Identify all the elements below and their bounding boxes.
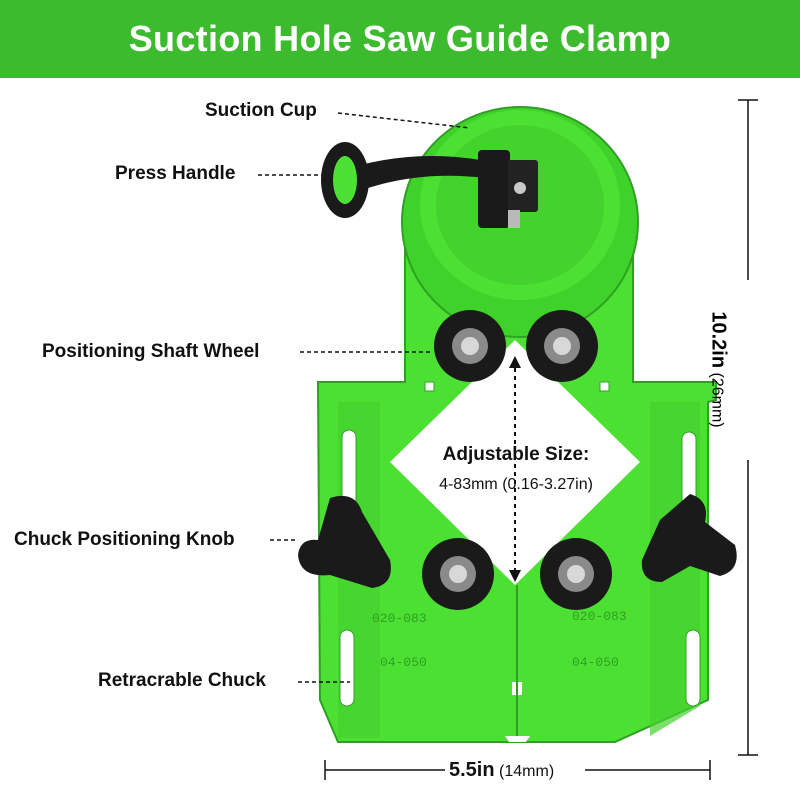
title-banner: Suction Hole Saw Guide Clamp [0, 0, 800, 78]
width-dimension-sub: (14mm) [499, 763, 555, 780]
callout-retractable-chuck: Retracrable Chuck [98, 670, 266, 691]
banner-title: Suction Hole Saw Guide Clamp [128, 18, 672, 59]
adjustable-size-value: 4-83mm (0.16-3.27in) [439, 476, 593, 493]
chuck-knob-left [298, 495, 391, 588]
shaft-wheel-top-left [434, 310, 506, 382]
scale-mark-left-top: 020-083 [372, 611, 427, 626]
callout-suction-cup: Suction Cup [205, 100, 317, 121]
callout-positioning-shaft-wheel: Positioning Shaft Wheel [42, 341, 260, 362]
height-dimension-text: 10.2in (26mm) [707, 311, 730, 427]
shaft-wheel-bottom-left [422, 538, 494, 610]
callout-press-handle: Press Handle [115, 163, 236, 184]
width-dimension-main: 5.5in [449, 759, 495, 781]
scale-mark-left-bottom: 04-050 [380, 655, 427, 670]
press-handle [321, 142, 538, 228]
right-slot-lower [685, 629, 701, 707]
height-dimension-sub: (26mm) [708, 372, 726, 428]
center-opening [390, 340, 640, 585]
shaft-wheel-bottom-right [540, 538, 612, 610]
callout-chuck-positioning-knob: Chuck Positioning Knob [14, 529, 235, 550]
shaft-wheel-top-right [526, 310, 598, 382]
height-dimension-main: 10.2in [707, 311, 730, 369]
adjustable-size-title: Adjustable Size: [442, 444, 590, 465]
scale-mark-right-bottom: 04-050 [572, 655, 619, 670]
adjustable-size-label: Adjustable Size: 4-83mm (0.16-3.27in) [418, 444, 614, 494]
chuck-knob-right [641, 494, 737, 582]
left-slot-lower [339, 629, 355, 707]
width-dimension-text: 5.5in (14mm) [449, 759, 554, 782]
scale-mark-right-top: 020-083 [572, 609, 627, 624]
